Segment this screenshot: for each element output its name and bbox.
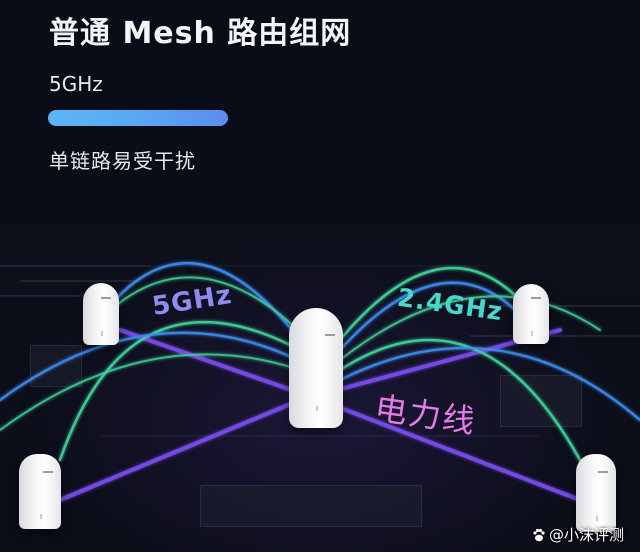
brand-logo-icon — [101, 296, 111, 299]
brand-logo-icon — [43, 470, 53, 473]
router-bottom-right — [576, 454, 616, 532]
watermark-text: @小沫评测 — [549, 526, 625, 544]
watermark: @小沫评测 — [532, 524, 624, 545]
circuit-trace — [0, 265, 150, 267]
circuit-trace — [500, 305, 640, 307]
circuit-trace — [0, 295, 90, 297]
paw-icon — [532, 528, 546, 542]
router-bottom-left — [19, 454, 61, 529]
led-icon — [316, 406, 318, 412]
circuit-trace — [470, 335, 640, 337]
circuit-trace — [20, 280, 140, 282]
router-center — [289, 308, 343, 428]
brand-logo-icon — [598, 471, 608, 474]
led-icon — [531, 330, 533, 336]
band-signal-bar — [48, 110, 228, 126]
router-top-right — [513, 284, 549, 344]
led-icon — [596, 516, 598, 522]
band-description: 单链路易受干扰 — [49, 149, 196, 173]
router-top-left — [83, 283, 119, 345]
led-icon — [101, 331, 103, 337]
page-title: 普通 Mesh 路由组网 — [49, 16, 352, 51]
circuit-chip — [200, 485, 422, 527]
brand-logo-icon — [325, 334, 335, 337]
brand-logo-icon — [531, 297, 541, 300]
led-icon — [40, 513, 42, 519]
circuit-trace — [150, 265, 490, 267]
circuit-trace — [100, 435, 540, 437]
band-label: 5GHz — [49, 72, 103, 96]
